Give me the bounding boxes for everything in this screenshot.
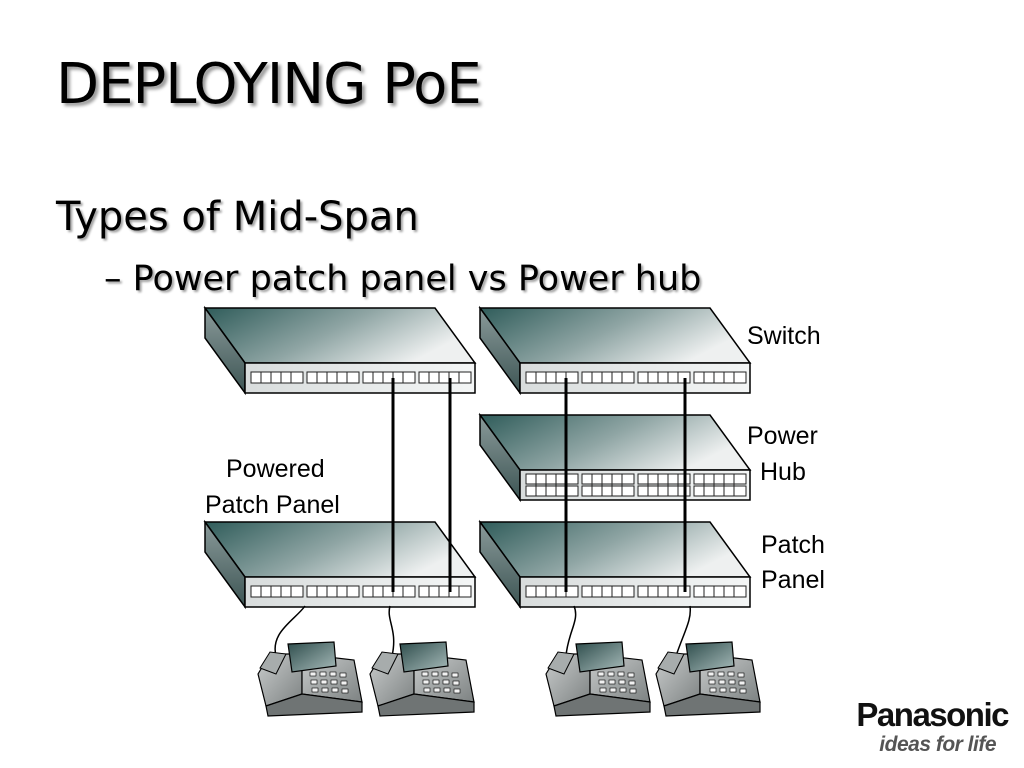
panasonic-logo: Panasonic ideas for life — [856, 696, 1009, 758]
label-power-hub-line1: Power — [747, 422, 818, 450]
label-switch: Switch — [747, 322, 821, 350]
ip-phone-4 — [655, 641, 761, 717]
brand-name: Panasonic — [856, 696, 1009, 733]
ip-phone-2 — [369, 641, 475, 717]
label-patch-panel-line1: Patch — [761, 531, 825, 559]
patch-panel — [479, 521, 751, 608]
cables — [391, 378, 687, 592]
label-powered-patch-panel-line2: Patch Panel — [205, 491, 340, 519]
bullet-level-2: – Power patch panel vs Power hub — [104, 259, 702, 299]
ip-phone-1 — [257, 641, 363, 717]
label-powered-patch-panel-line1: Powered — [226, 455, 325, 483]
power-hub — [479, 414, 751, 501]
bullet-level-1: Types of Mid-Span — [56, 194, 419, 240]
switch — [479, 307, 751, 394]
slide-title: DEPLOYING PoE — [56, 52, 482, 117]
label-power-hub-line2: Hub — [760, 458, 806, 486]
powered-patch-panel — [204, 521, 476, 608]
phone-cords — [274, 605, 692, 657]
label-patch-panel-line2: Panel — [761, 566, 825, 594]
ip-phone-3 — [545, 641, 651, 717]
brand-slogan: ideas for life — [879, 733, 996, 756]
top-left-switch — [204, 307, 476, 394]
